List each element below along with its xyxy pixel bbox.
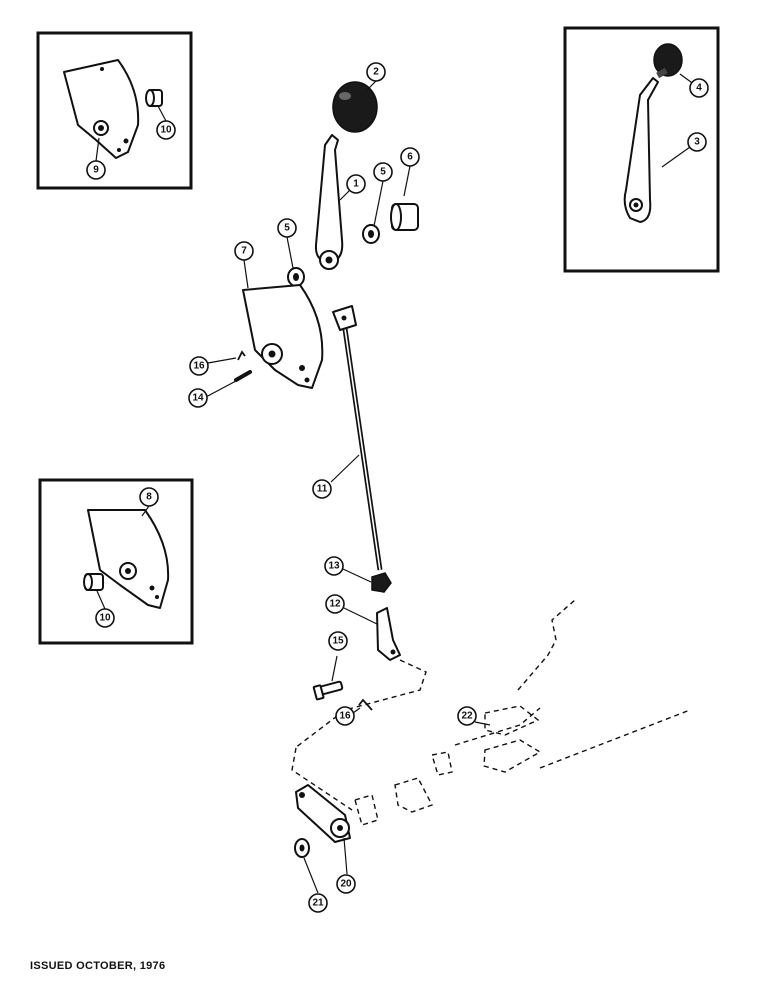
callout-9: 9: [86, 160, 106, 180]
callout-20-label: 20: [340, 879, 352, 890]
callout-22-label: 22: [461, 711, 473, 722]
callout-2-label: 2: [373, 67, 379, 78]
callout-9-label: 9: [93, 165, 99, 176]
callout-13: 13: [324, 556, 344, 576]
callout-11-label: 11: [317, 484, 328, 495]
main-assembly: [234, 81, 691, 858]
callout-5-right: 5: [373, 162, 393, 182]
callout-14-label: 14: [192, 393, 204, 404]
callout-7: 7: [234, 241, 254, 261]
callout-12: 12: [325, 594, 345, 614]
callout-21-label: 21: [312, 898, 324, 909]
callout-8: 8: [139, 487, 159, 507]
callout-4: 4: [689, 78, 709, 98]
callout-1: 1: [346, 174, 366, 194]
callout-5-right-label: 5: [380, 167, 386, 178]
callout-20: 20: [336, 874, 356, 894]
callout-1-label: 1: [353, 179, 359, 190]
callout-12-label: 12: [329, 599, 341, 610]
callout-10-bottom: 10: [95, 608, 115, 628]
callout-3-label: 3: [694, 137, 700, 148]
callout-15: 15: [328, 631, 348, 651]
callout-3: 3: [687, 132, 707, 152]
callout-10-top-label: 10: [160, 125, 172, 136]
callout-14: 14: [188, 388, 208, 408]
callout-5-left-label: 5: [284, 223, 290, 234]
callout-5-left: 5: [277, 218, 297, 238]
callout-16-top-label: 16: [193, 361, 205, 372]
callout-11: 11: [312, 479, 332, 499]
callout-13-label: 13: [328, 561, 340, 572]
callout-10-top: 10: [156, 120, 176, 140]
callout-16-bottom-label: 16: [339, 711, 351, 722]
callout-2: 2: [366, 62, 386, 82]
callout-10-bottom-label: 10: [99, 613, 111, 624]
issued-date-footer: ISSUED OCTOBER, 1976: [30, 960, 166, 972]
callout-4-label: 4: [696, 83, 702, 94]
callout-6: 6: [400, 147, 420, 167]
callout-7-label: 7: [241, 246, 247, 257]
callout-15-label: 15: [332, 636, 344, 647]
leader-lines: [95, 73, 700, 894]
callout-22: 22: [457, 706, 477, 726]
inset-bottom-left: [38, 478, 194, 645]
callout-6-label: 6: [407, 152, 413, 163]
inset-top-left: [36, 31, 193, 190]
callout-21: 21: [308, 893, 328, 913]
callout-16-top: 16: [189, 356, 209, 376]
callout-16-bottom: 16: [335, 706, 355, 726]
callout-8-label: 8: [146, 492, 152, 503]
